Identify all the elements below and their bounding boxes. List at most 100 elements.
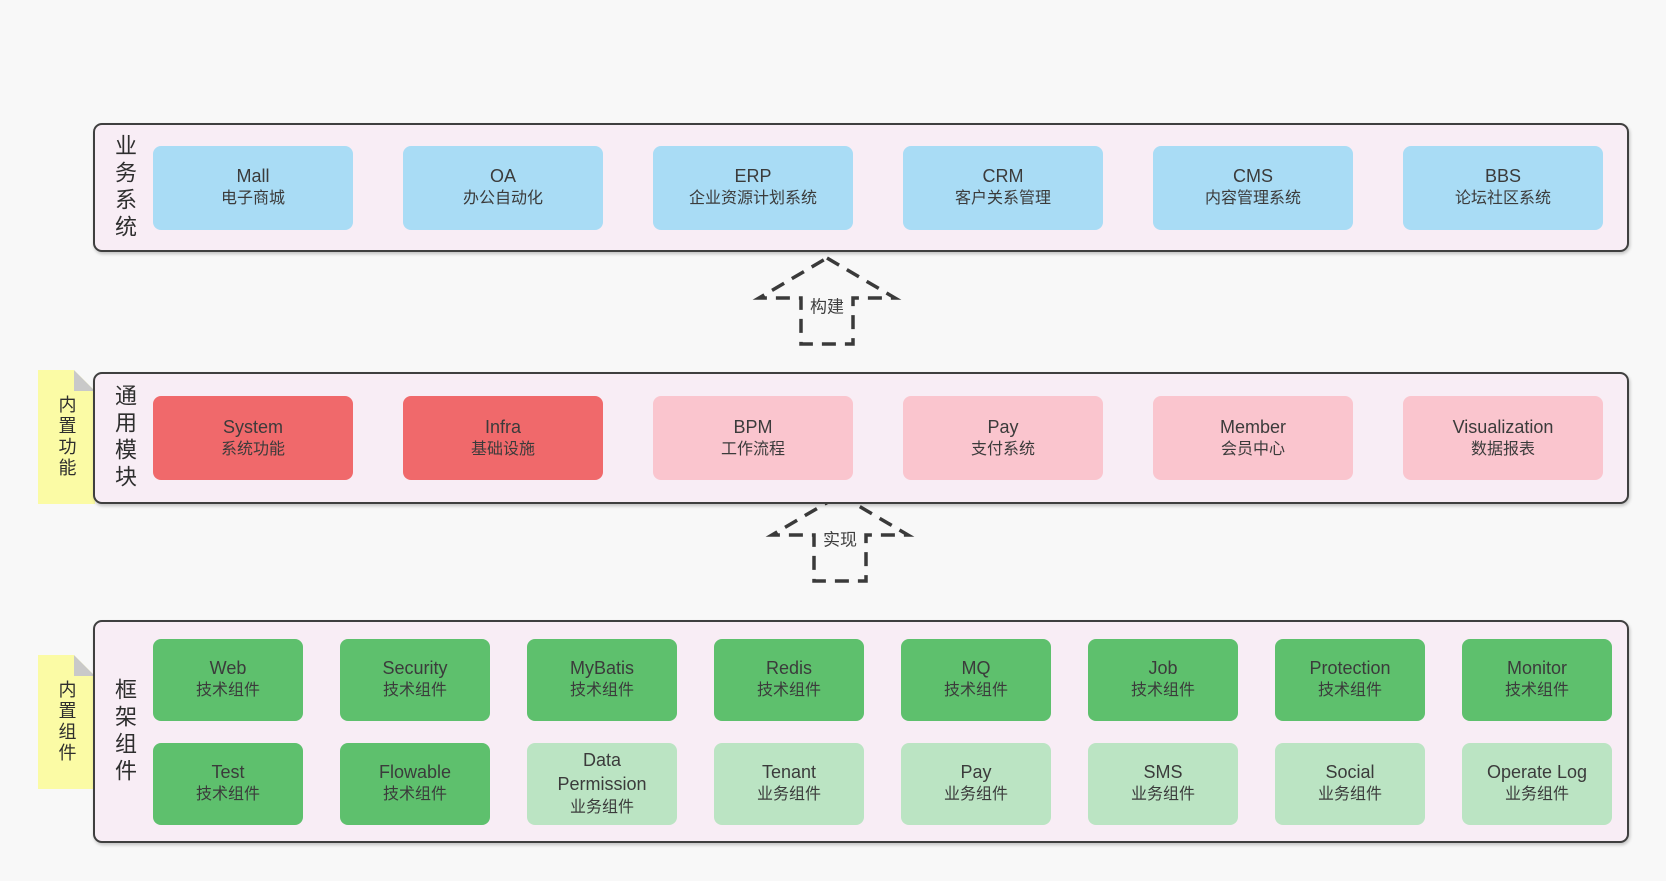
- sticky-note-label: 内置组件: [56, 680, 77, 764]
- box-row: Mall 电子商城 OA 办公自动化 ERP 企业资源计划系统 CRM 客户关系…: [153, 145, 1607, 230]
- module-name: System: [222, 416, 283, 437]
- module-desc: 业务组件: [756, 786, 821, 804]
- module-name: Monitor: [1506, 658, 1568, 679]
- module-desc: 企业资源计划系统: [688, 190, 817, 208]
- box-test: Test 技术组件: [153, 742, 303, 825]
- module-name: Tenant: [761, 762, 817, 783]
- box-social: Social 业务组件: [1275, 742, 1425, 825]
- module-name: SMS: [1143, 762, 1183, 783]
- module-name: Data Permission: [557, 750, 647, 795]
- box-redis: Redis 技术组件: [714, 638, 864, 721]
- box-flowable: Flowable 技术组件: [340, 742, 490, 825]
- box-bpm: BPM 工作流程: [653, 396, 853, 480]
- layer-label-framework-components: 框架组件: [112, 677, 137, 786]
- module-desc: 技术组件: [1504, 682, 1569, 700]
- box-operate-log: Operate Log 业务组件: [1462, 742, 1612, 825]
- box-pay-component: Pay 业务组件: [901, 742, 1051, 825]
- module-name: Pay: [987, 416, 1019, 437]
- module-name: MyBatis: [569, 658, 634, 679]
- layer-label-business-systems: 业务系统: [112, 133, 137, 242]
- module-name: Security: [382, 658, 448, 679]
- box-row: System 系统功能 Infra 基础设施 BPM 工作流程 Pay 支付系统…: [153, 396, 1607, 480]
- module-desc: 技术组件: [1317, 682, 1382, 700]
- module-desc: 技术组件: [943, 682, 1008, 700]
- box-cms: CMS 内容管理系统: [1153, 145, 1353, 230]
- layer-boxes-area: Mall 电子商城 OA 办公自动化 ERP 企业资源计划系统 CRM 客户关系…: [153, 125, 1627, 250]
- module-desc: 论坛社区系统: [1454, 190, 1551, 208]
- layer-boxes-area: Web 技术组件 Security 技术组件 MyBatis 技术组件 Redi…: [153, 622, 1632, 841]
- module-name: BBS: [1484, 166, 1522, 187]
- box-crm: CRM 客户关系管理: [903, 145, 1103, 230]
- box-visualization: Visualization 数据报表: [1403, 396, 1603, 480]
- layer-label-wrap: 通用模块: [95, 374, 153, 502]
- box-row: Web 技术组件 Security 技术组件 MyBatis 技术组件 Redi…: [153, 638, 1612, 721]
- module-desc: 会员中心: [1220, 440, 1285, 458]
- implement-arrow-icon: [765, 492, 915, 583]
- box-infra: Infra 基础设施: [403, 396, 603, 480]
- layer-label-wrap: 业务系统: [95, 125, 153, 250]
- module-desc: 技术组件: [382, 682, 447, 700]
- note-fold-corner-icon: [74, 370, 95, 391]
- module-desc: 电子商城: [220, 190, 285, 208]
- box-data-permission: Data Permission 业务组件: [527, 742, 677, 825]
- layer-label-common-modules: 通用模块: [112, 384, 137, 492]
- module-name: Test: [211, 762, 245, 783]
- module-desc: 客户关系管理: [954, 190, 1051, 208]
- module-name: Social: [1325, 762, 1375, 783]
- module-name: Mall: [236, 166, 270, 187]
- module-name: Job: [1148, 658, 1178, 679]
- module-desc: 业务组件: [1130, 786, 1195, 804]
- module-name: MQ: [961, 658, 991, 679]
- module-desc: 技术组件: [569, 682, 634, 700]
- box-mq: MQ 技术组件: [901, 638, 1051, 721]
- module-desc: 办公自动化: [462, 190, 543, 208]
- box-mybatis: MyBatis 技术组件: [527, 638, 677, 721]
- sticky-note-label: 内置功能: [56, 395, 77, 479]
- module-name: CMS: [1233, 166, 1273, 187]
- module-name: Flowable: [378, 762, 452, 783]
- module-desc: 技术组件: [756, 682, 821, 700]
- module-desc: 业务组件: [1317, 786, 1382, 804]
- module-desc: 技术组件: [1130, 682, 1195, 700]
- sticky-note-builtin-components: 内置组件: [38, 655, 95, 789]
- box-security: Security 技术组件: [340, 638, 490, 721]
- module-name: OA: [489, 166, 516, 187]
- module-desc: 业务组件: [1504, 786, 1569, 804]
- module-desc: 工作流程: [720, 440, 785, 458]
- module-name: BPM: [733, 416, 773, 437]
- module-name: Member: [1219, 416, 1286, 437]
- module-desc: 技术组件: [195, 682, 260, 700]
- box-monitor: Monitor 技术组件: [1462, 638, 1612, 721]
- module-desc: 业务组件: [569, 798, 634, 816]
- box-erp: ERP 企业资源计划系统: [653, 145, 853, 230]
- box-row: Test 技术组件 Flowable 技术组件 Data Permission …: [153, 742, 1612, 825]
- module-desc: 内容管理系统: [1204, 190, 1301, 208]
- box-mall: Mall 电子商城: [153, 145, 353, 230]
- module-name: Infra: [484, 416, 522, 437]
- build-arrow-label: 构建: [807, 291, 847, 319]
- module-desc: 系统功能: [220, 440, 285, 458]
- implement-arrow-label: 实现: [820, 524, 860, 552]
- box-pay: Pay 支付系统: [903, 396, 1103, 480]
- module-name: Protection: [1309, 658, 1391, 679]
- box-sms: SMS 业务组件: [1088, 742, 1238, 825]
- layer-framework-components: 框架组件 Web 技术组件 Security 技术组件 MyBatis 技术组件…: [93, 620, 1629, 843]
- module-desc: 支付系统: [970, 440, 1035, 458]
- module-desc: 业务组件: [943, 786, 1008, 804]
- layer-business-systems: 业务系统 Mall 电子商城 OA 办公自动化 ERP 企业资源计划系统 CRM…: [93, 123, 1629, 252]
- module-desc: 技术组件: [382, 786, 447, 804]
- module-name: Redis: [765, 658, 813, 679]
- module-desc: 技术组件: [195, 786, 260, 804]
- layer-boxes-area: System 系统功能 Infra 基础设施 BPM 工作流程 Pay 支付系统…: [153, 374, 1627, 502]
- box-protection: Protection 技术组件: [1275, 638, 1425, 721]
- module-desc: 基础设施: [470, 440, 535, 458]
- box-tenant: Tenant 业务组件: [714, 742, 864, 825]
- module-name: CRM: [982, 166, 1024, 187]
- box-member: Member 会员中心: [1153, 396, 1353, 480]
- note-fold-corner-icon: [74, 655, 95, 676]
- box-bbs: BBS 论坛社区系统: [1403, 145, 1603, 230]
- sticky-note-builtin-features: 内置功能: [38, 370, 95, 504]
- module-name: Pay: [960, 762, 992, 783]
- module-name: Operate Log: [1486, 762, 1588, 783]
- module-name: ERP: [734, 166, 772, 187]
